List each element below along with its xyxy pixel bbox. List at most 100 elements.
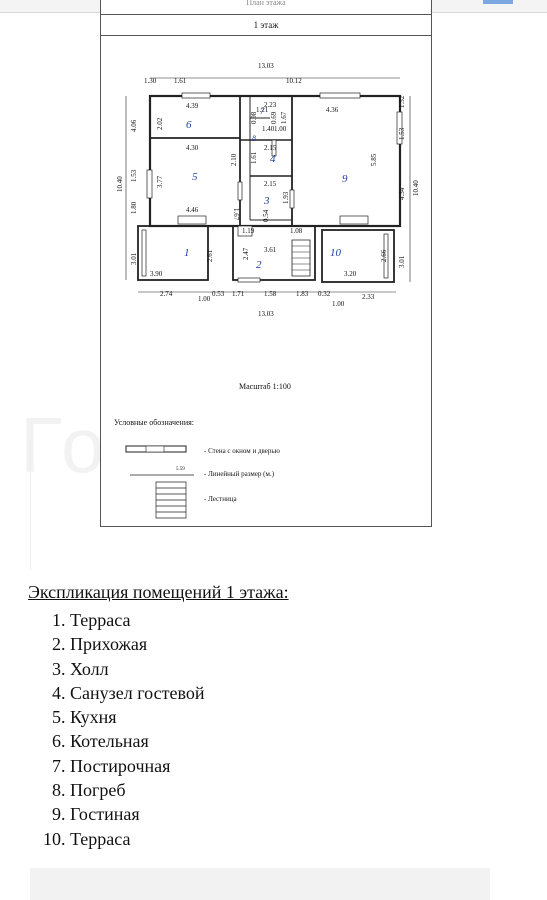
- explication-item: Гостиная: [70, 802, 528, 826]
- explication-item: Терраса: [70, 827, 528, 851]
- dim-r5d: 2.10: [230, 153, 238, 166]
- dim-r7e: 1.67: [280, 111, 288, 124]
- dim-r1w: 3.90: [150, 270, 163, 278]
- room-number-1: 1: [184, 247, 190, 259]
- dim-r5x: 1.67: [232, 208, 240, 221]
- door-entrance: [237, 225, 253, 237]
- dim-r2c: 2.47: [242, 247, 250, 260]
- legend-dim-sample: 5.59: [176, 467, 185, 472]
- window-5-left: [146, 169, 153, 199]
- explication-item: Терраса: [70, 608, 528, 632]
- explication-item: Прихожая: [70, 632, 528, 656]
- room-number-8: 8: [252, 134, 256, 143]
- dim-r5w: 4.30: [186, 144, 199, 152]
- dim-t2: 1.61: [174, 77, 187, 85]
- legend-window-symbol: [145, 445, 165, 453]
- dim-b3: 0.53: [212, 290, 225, 298]
- dim-r7b: 0.98: [250, 111, 258, 124]
- dim-b2: 1.00: [198, 295, 211, 303]
- room-number-7: 7: [260, 107, 265, 116]
- dim-b7: 0.32: [318, 290, 331, 298]
- dim-left4: 1.53: [130, 169, 138, 182]
- explication-item: Холл: [70, 657, 528, 681]
- dim-right1: 1.52: [398, 95, 406, 108]
- top-bar-tab[interactable]: [483, 0, 513, 4]
- stairs-steps: [292, 245, 310, 271]
- explication-title: Экспликация помещений 1 этажа:: [28, 582, 289, 602]
- room-number-10: 10: [330, 247, 342, 259]
- window-6: [181, 92, 211, 99]
- dim-r10w: 3.20: [344, 270, 357, 278]
- explication-item: Котельная: [70, 729, 528, 753]
- dim-r7a: 2.23: [264, 101, 277, 109]
- explication-section: Экспликация помещений 1 этажа: Терраса П…: [28, 580, 528, 851]
- page-divider: [30, 440, 31, 570]
- dim-r5h: 3.77: [156, 175, 164, 188]
- dim-r5b: 4.46: [186, 206, 199, 214]
- floor-title-row: 1 этаж: [101, 14, 431, 36]
- dim-left2: 1.80: [130, 201, 138, 214]
- floor-plan-drawing: 13.03 1.30 1.61 10.12 4.39 2.23 1.21 1.4…: [116, 62, 420, 519]
- dim-r2a: 1.19: [242, 227, 255, 235]
- dim-right3: 4.34: [398, 187, 406, 200]
- room-number-9: 9: [342, 173, 348, 185]
- dim-r4w: 2.15: [264, 144, 277, 152]
- dim-r3x: 0.54: [262, 209, 270, 222]
- door-5-1: [177, 215, 207, 225]
- dim-r6w: 4.39: [186, 102, 199, 110]
- dim-r6h: 2.02: [156, 117, 164, 130]
- explication-list: Терраса Прихожая Холл Санузел гостевой К…: [28, 608, 528, 851]
- dim-b1: 2.74: [160, 290, 173, 298]
- dim-r3w: 2.15: [264, 180, 277, 188]
- dim-b4: 1.71: [232, 290, 245, 298]
- dim-r9h: 5.85: [370, 153, 378, 166]
- terrace-1-outline: [137, 225, 209, 281]
- room-number-3: 3: [263, 195, 270, 207]
- dim-b6: 1.83: [296, 290, 309, 298]
- dim-b5: 1.58: [264, 290, 277, 298]
- dim-t1: 1.30: [144, 77, 157, 85]
- dim-left1: 4.06: [130, 119, 138, 132]
- dim-r8b: 1.00: [274, 125, 287, 133]
- dim-r10h: 2.66: [380, 249, 388, 262]
- dim-r7d: 0.69: [270, 111, 278, 124]
- dim-t3: 10.12: [286, 77, 302, 85]
- legend-wall-label: - Стена с окном и дверью: [204, 447, 280, 455]
- dim-r2d: 3.61: [264, 246, 277, 254]
- dim-right4: 10.40: [412, 180, 420, 196]
- dim-r4h: 1.61: [250, 151, 258, 164]
- sheet-header-partial: План этажа: [246, 0, 286, 7]
- dim-r7c: 1.21: [256, 106, 269, 114]
- dim-bottom-total: 13.03: [258, 310, 274, 318]
- floor-plan-sheet: План этажа 1 этаж: [100, 0, 432, 527]
- explication-item: Кухня: [70, 705, 528, 729]
- dim-right5: 3.01: [398, 255, 406, 268]
- room-number-5: 5: [192, 171, 198, 183]
- window-9-right: [396, 111, 403, 145]
- dim-b8: 1.00: [332, 300, 345, 308]
- floor-title: 1 этаж: [253, 20, 279, 30]
- dim-left3: 10.40: [116, 176, 124, 192]
- dim-right2: 1.53: [398, 127, 406, 140]
- window-9-top: [319, 92, 361, 99]
- plan-scale: Масштаб 1:100: [239, 382, 291, 391]
- bottom-placeholder: [30, 868, 490, 900]
- dim-r8a: 1.40: [262, 125, 275, 133]
- dim-left5: 3.01: [130, 252, 138, 265]
- door-3-9: [289, 189, 295, 209]
- dim-r2b: 1.08: [290, 227, 303, 235]
- explication-item: Санузел гостевой: [70, 681, 528, 705]
- dim-r1h: 2.61: [206, 249, 214, 262]
- dim-r3h: 1.93: [282, 191, 290, 204]
- door-5-3: [237, 181, 243, 201]
- terrace-10-window: [383, 233, 389, 279]
- room-number-4: 4: [270, 153, 276, 165]
- room-number-6: 6: [186, 119, 192, 131]
- room-number-2: 2: [256, 259, 262, 271]
- dim-top-total: 13.03: [258, 62, 274, 70]
- terrace-10-outline: [321, 229, 395, 283]
- door-9-10: [339, 215, 369, 225]
- terrace-1-window: [141, 229, 147, 277]
- legend-stairs-symbol: [155, 481, 187, 519]
- legend-stairs-label: - Лестница: [204, 495, 237, 503]
